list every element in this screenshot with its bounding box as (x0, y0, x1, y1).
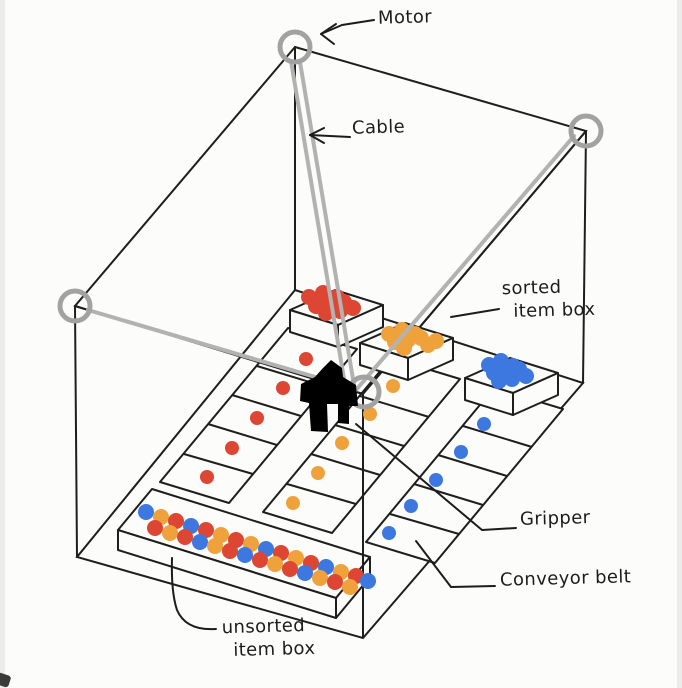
motor-label: Motor (377, 6, 433, 29)
cable-right (354, 134, 576, 392)
room-edge-left (74, 305, 78, 558)
dots-unsorted_box (138, 504, 376, 595)
cable-arrow (309, 127, 351, 144)
motor-pulley-icon (277, 29, 313, 65)
unsorted-box-pointer (170, 557, 217, 631)
item-dots-layer (138, 285, 534, 595)
dots-lane_blue (382, 417, 491, 540)
left-pulley-icon (57, 288, 93, 324)
dots-sorted_blue_box (481, 353, 534, 389)
motor-arrow (320, 19, 375, 45)
gripper-label: Gripper (519, 507, 591, 530)
conveyor-lane-blue (365, 387, 564, 564)
conveyor-belt-pointer (415, 540, 496, 588)
unsorted-item-box-label: unsorted item box (221, 614, 315, 662)
conveyor-belt-label: Conveyor belt (499, 566, 632, 591)
unsorted-item-box-label-line2: item box (233, 637, 316, 661)
right-pulley-icon (568, 113, 604, 149)
sorted-item-box-label-line2: item box (513, 298, 596, 322)
sorted-box-pointer (450, 308, 500, 318)
gripper-pointer (355, 423, 517, 531)
dots-lane_red (200, 352, 313, 484)
room-edge-right (582, 130, 587, 384)
gripper-icon (300, 360, 358, 432)
cables (86, 59, 576, 393)
cable-left (86, 308, 351, 389)
unsorted-item-box-label-line1: unsorted (221, 615, 306, 639)
annotation-pointers (170, 19, 517, 631)
cable-label: Cable (351, 116, 406, 139)
dots-lane_orange (286, 379, 400, 510)
cable-motor-2 (298, 60, 357, 393)
sorted-item-box-label-line1: sorted (501, 276, 562, 300)
sorted-item-box-label: sorted item box (501, 275, 595, 323)
cable-motor-1 (289, 59, 347, 387)
